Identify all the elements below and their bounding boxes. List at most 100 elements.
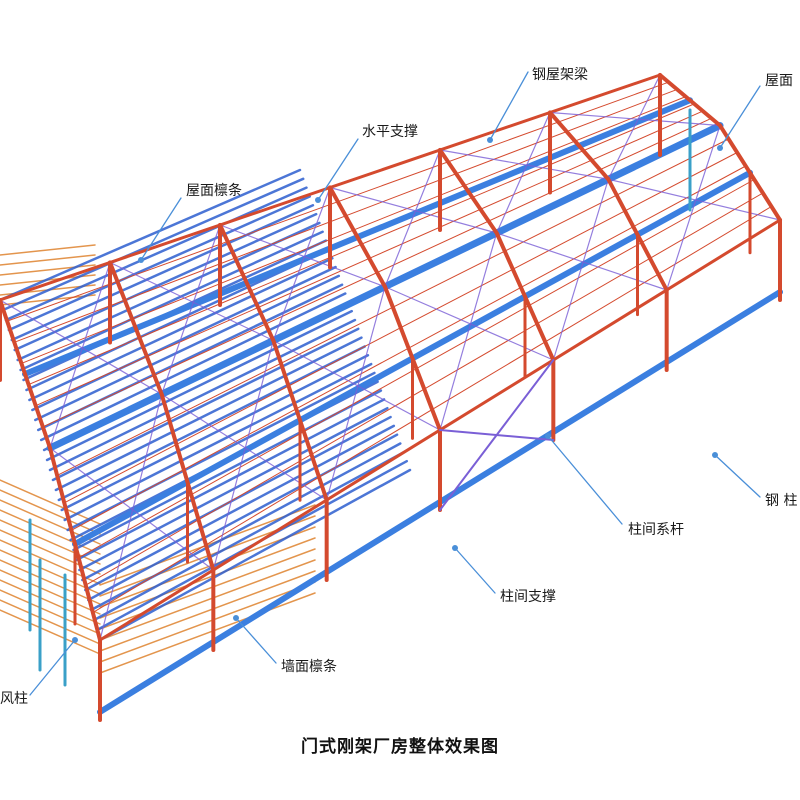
leader-horizontal-brace-dot xyxy=(315,197,321,203)
roof-purlin xyxy=(19,230,324,372)
label-wind-column: 风柱 xyxy=(0,691,28,707)
leader-roof-purlin-dot xyxy=(138,257,144,263)
steel-roof-beam xyxy=(218,223,276,343)
leader-steel-column-dot xyxy=(712,452,718,458)
roof-purlin xyxy=(39,292,347,442)
label-column-tie: 柱间系杆 xyxy=(628,522,684,538)
leader-column-brace xyxy=(454,547,496,594)
horizontal-brace xyxy=(109,261,274,342)
steel-roof-beam xyxy=(0,298,52,450)
label-horizontal-brace: 水平支撑 xyxy=(362,124,418,140)
roof-purlin xyxy=(13,212,318,352)
label-roof-partial: 屋面 xyxy=(765,73,793,89)
horizontal-brace xyxy=(439,232,498,431)
horizontal-brace xyxy=(666,124,721,291)
horizontal-brace xyxy=(161,224,221,395)
label-wall-purlin: 墙面檩条 xyxy=(281,659,337,675)
roof-purlin xyxy=(66,371,376,532)
roof-purlin xyxy=(45,309,354,462)
label-roof-beam: 钢屋架梁 xyxy=(532,67,588,83)
horizontal-brace xyxy=(607,74,661,180)
label-steel-column: 钢 柱 xyxy=(765,493,798,509)
horizontal-brace xyxy=(607,178,781,221)
wall-girt xyxy=(0,579,101,625)
roof-purlin xyxy=(84,424,396,592)
wall-girt xyxy=(0,479,101,525)
horizontal-brace xyxy=(549,111,721,127)
steel-roof-beam xyxy=(658,73,722,128)
leader-wall-purlin xyxy=(235,617,277,664)
wall-girt xyxy=(0,599,101,645)
horizontal-brace xyxy=(384,149,441,288)
roof-purlin xyxy=(7,195,311,332)
horizontal-brace xyxy=(496,111,551,234)
leader-horizontal-brace xyxy=(317,138,359,201)
wall-girt xyxy=(0,489,101,535)
roof-purlin xyxy=(92,451,405,622)
roof-purlin xyxy=(75,398,386,562)
roof-purlin xyxy=(16,221,321,362)
roof-purlin xyxy=(51,327,360,482)
leader-roof-dot xyxy=(717,145,723,151)
wall-girt xyxy=(99,592,316,674)
leader-column-tie xyxy=(547,435,623,525)
roof-purlin xyxy=(78,406,389,572)
steel-roof-beam xyxy=(328,185,387,289)
horizontal-brace xyxy=(219,224,386,288)
steel-structure xyxy=(0,73,783,722)
wall-girt xyxy=(0,244,96,256)
roof-purlin xyxy=(4,186,308,322)
wall-girt xyxy=(0,589,101,635)
horizontal-brace xyxy=(439,149,609,180)
leader-roof xyxy=(719,85,761,149)
wall-girt xyxy=(99,537,316,619)
horizontal-brace xyxy=(0,299,163,395)
roof-purlin xyxy=(63,362,373,522)
diagram-caption: 门式刚架厂房整体效果图 xyxy=(301,737,499,757)
column-brace xyxy=(439,359,555,511)
label-roof-purlin: 屋面檩条 xyxy=(186,183,242,199)
label-column-brace: 柱间支撑 xyxy=(500,589,556,605)
wall-girt xyxy=(99,559,316,641)
wall-girt xyxy=(0,569,101,615)
wall-girt xyxy=(0,509,101,555)
leader-wind-column-dot xyxy=(72,637,78,643)
roof-purlin xyxy=(60,354,370,512)
steel-roof-beam xyxy=(438,148,499,235)
leader-roof-beam-dot xyxy=(487,137,493,143)
wall-girt xyxy=(0,549,101,595)
roof-purlin xyxy=(10,204,315,342)
roof-purlin xyxy=(54,336,363,492)
roof-purlin xyxy=(1,177,305,312)
leader-roof-beam xyxy=(489,71,529,141)
roof-purlin xyxy=(86,433,399,602)
horizontal-brace xyxy=(99,393,163,641)
wall-girt xyxy=(0,559,101,605)
horizontal-brace xyxy=(49,261,111,449)
roof-purlin xyxy=(57,345,366,502)
roof-purlin xyxy=(28,256,334,402)
roof-purlin xyxy=(0,168,302,302)
roof-purlin xyxy=(98,468,412,642)
steel-roof-beam xyxy=(108,260,164,397)
wall-girt xyxy=(0,254,96,266)
horizontal-brace xyxy=(329,186,498,234)
leader-column-brace-dot xyxy=(452,545,458,551)
horizontal-brace xyxy=(326,286,386,501)
roof-purlin xyxy=(31,265,337,412)
wall-girt xyxy=(99,548,316,630)
wall-girt xyxy=(99,570,316,652)
roof-purlin xyxy=(48,318,357,472)
horizontal-brace xyxy=(552,178,609,361)
leader-wall-purlin-dot xyxy=(233,615,239,621)
horizontal-brace xyxy=(212,339,274,571)
horizontal-brace xyxy=(272,186,331,342)
steel-roof-beam xyxy=(548,110,611,182)
leader-roof-purlin xyxy=(140,197,182,261)
roof-purlin xyxy=(81,415,392,582)
wall-girt xyxy=(99,581,316,663)
leader-steel-column xyxy=(714,454,761,498)
leader-wind-column xyxy=(29,639,76,696)
leader-lines xyxy=(29,71,761,696)
